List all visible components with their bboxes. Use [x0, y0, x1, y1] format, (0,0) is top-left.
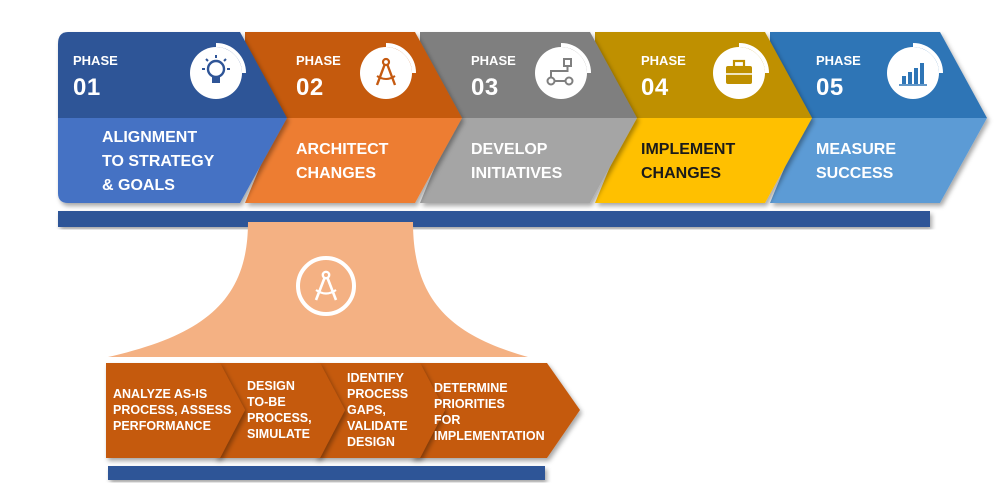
phase-3-bottom: [420, 118, 637, 203]
phase-4-word: PHASE: [641, 53, 686, 68]
phase-2-title: ARCHITECT CHANGES: [296, 141, 389, 182]
phase-5-icon-badge: [887, 43, 943, 99]
workflow-icon: [546, 58, 574, 86]
briefcase-icon: [726, 59, 752, 84]
phase-1-icon-badge: [190, 43, 246, 99]
detail-step-1: [106, 363, 245, 458]
detail-step-3-label: IDENTIFY PROCESS GAPS, VALIDATE DESIGN: [347, 371, 409, 449]
phase-2-number: 02: [296, 74, 324, 101]
detail-step-1-label: ANALYZE AS-IS PROCESS, ASSESS PERFORMANC…: [113, 387, 232, 433]
phase-4-number: 04: [641, 74, 669, 101]
bar-chart-icon: [899, 63, 927, 86]
phase-4-icon-badge: [713, 43, 769, 99]
compass-icon: [375, 57, 397, 86]
phase-2-bottom: [245, 118, 462, 203]
detail-step-2: [214, 363, 345, 458]
phase-3-title: DEVELOP INITIATIVES: [471, 141, 563, 182]
compass-icon: [314, 270, 338, 301]
phase-baseline-bar: [58, 211, 930, 227]
phase-3-number: 03: [471, 74, 499, 101]
phase-1-chevron: [58, 32, 287, 203]
phase-1-number: 01: [73, 74, 101, 101]
detail-icon-badge: [296, 256, 356, 316]
detail-baseline-bar: [108, 466, 545, 480]
phase-1-bottom: [58, 118, 287, 203]
phase-3-chevron: [420, 32, 637, 203]
phase-3-word: PHASE: [471, 53, 516, 68]
phase-2-word: PHASE: [296, 53, 341, 68]
detail-step-2-label: DESIGN TO-BE PROCESS, SIMULATE: [247, 379, 312, 441]
detail-step-3: [314, 363, 445, 458]
detail-step-4: [410, 363, 580, 458]
detail-step-4-label: DETERMINE PRIORITIES FOR IMPLEMENTATION: [434, 381, 545, 443]
lightbulb-icon: [202, 55, 230, 83]
phase-2-icon-badge: [360, 43, 416, 99]
phase-4-title: IMPLEMENT CHANGES: [641, 141, 736, 182]
detail-steps: [106, 363, 580, 458]
phase-1-word: PHASE: [73, 53, 118, 68]
phase-1-title: ALIGNMENT TO STRATEGY & GOALS: [102, 129, 215, 194]
phase-4-bottom: [595, 118, 812, 203]
phase-3-icon-badge: [535, 43, 591, 99]
phase-5-number: 05: [816, 74, 844, 101]
detail-funnel: [108, 222, 528, 357]
phase-5-word: PHASE: [816, 53, 861, 68]
phase-5-title: MEASURE SUCCESS: [816, 141, 897, 182]
phase-5-bottom: [770, 118, 987, 203]
